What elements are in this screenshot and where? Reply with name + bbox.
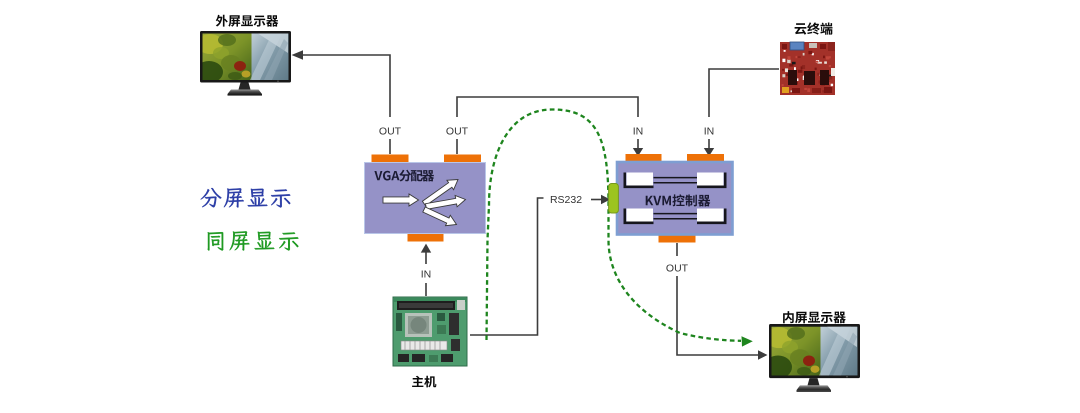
svg-text:RS232: RS232: [550, 194, 582, 206]
svg-text:OUT: OUT: [666, 263, 689, 275]
svg-text:OUT: OUT: [379, 126, 402, 138]
svg-text:IN: IN: [704, 126, 715, 138]
svg-text:IN: IN: [633, 126, 644, 138]
svg-text:IN: IN: [421, 269, 432, 281]
svg-text:OUT: OUT: [446, 126, 469, 138]
